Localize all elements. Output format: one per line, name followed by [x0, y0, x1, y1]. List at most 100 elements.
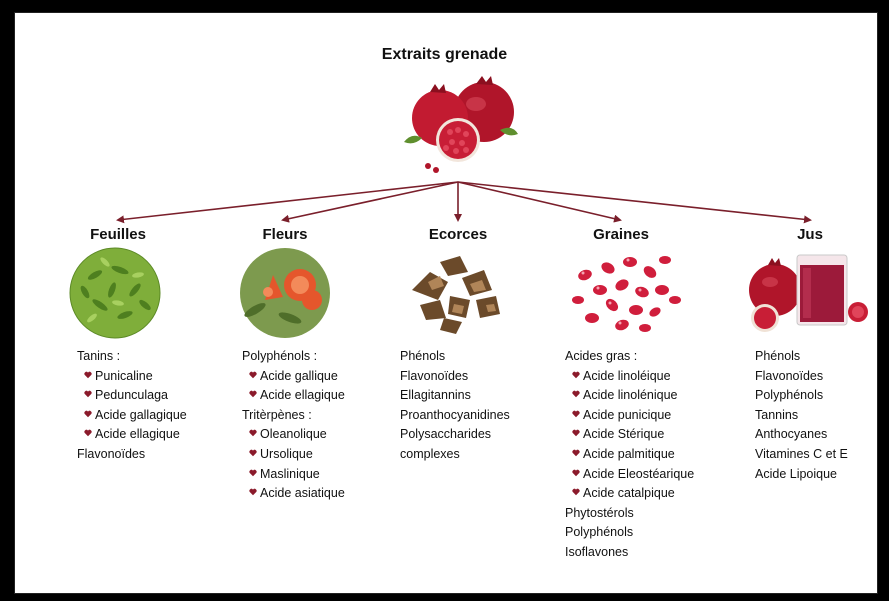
list-item-text: Acide Eleostéarique [583, 467, 694, 481]
list-item: Flavonoïdes [77, 445, 187, 465]
heart-bullet-icon [249, 429, 257, 437]
list-item: Acide Eleostéarique [565, 465, 694, 485]
list-item-text: complexes [400, 447, 460, 461]
list-item-text: Oleanolique [260, 427, 327, 441]
list-item: Polyphénols [755, 386, 848, 406]
list-item-text: Acide linoléique [583, 369, 671, 383]
list-item-text: Anthocyanes [755, 427, 827, 441]
diagram-frame [14, 12, 878, 594]
list-item: Flavonoïdes [400, 367, 510, 387]
list-item-text: Proanthocyanidines [400, 408, 510, 422]
list-item: Phénols [400, 347, 510, 367]
list-item: Acides gras : [565, 347, 694, 367]
list-item: Acide ellagique [242, 386, 345, 406]
heart-bullet-icon [249, 469, 257, 477]
list-item: Acide punicique [565, 406, 694, 426]
list-item-text: Pedunculaga [95, 388, 168, 402]
list-item: Acide gallagique [77, 406, 187, 426]
list-item-text: Acide punicique [583, 408, 671, 422]
list-item: Ellagitannins [400, 386, 510, 406]
list-item-text: Acide ellagique [95, 427, 180, 441]
diagram-title: Extraits grenade [0, 46, 889, 64]
list-item-text: Acide Stérique [583, 427, 664, 441]
list-item-text: Phénols [400, 349, 445, 363]
list-item: Acide gallique [242, 367, 345, 387]
list-item: Acide ellagique [77, 425, 187, 445]
list-item: Proanthocyanidines [400, 406, 510, 426]
heart-bullet-icon [572, 371, 580, 379]
list-item: complexes [400, 445, 510, 465]
heart-bullet-icon [249, 371, 257, 379]
list-item: Isoflavones [565, 543, 694, 563]
list-item-text: Polyphénols : [242, 349, 317, 363]
list-item: Acide Stérique [565, 425, 694, 445]
list-item-text: Isoflavones [565, 545, 628, 559]
category-title-graines: Graines [578, 226, 664, 243]
heart-bullet-icon [249, 390, 257, 398]
list-item-text: Acide linolénique [583, 388, 678, 402]
list-item-text: Ursolique [260, 447, 313, 461]
list-item-text: Polysaccharides [400, 427, 491, 441]
list-item: Acide palmitique [565, 445, 694, 465]
list-item: Tritèrpènes : [242, 406, 345, 426]
list-item-text: Tritèrpènes : [242, 408, 312, 422]
list-item: Flavonoïdes [755, 367, 848, 387]
list-item-text: Acide gallique [260, 369, 338, 383]
category-title-ecorces: Ecorces [415, 226, 501, 243]
list-item-text: Flavonoïdes [755, 369, 823, 383]
heart-bullet-icon [84, 390, 92, 398]
list-item-text: Phénols [755, 349, 800, 363]
category-title-fleurs: Fleurs [245, 226, 325, 243]
list-item: Phénols [755, 347, 848, 367]
list-item: Acide asiatique [242, 484, 345, 504]
list-item-text: Acide gallagique [95, 408, 187, 422]
category-title-feuilles: Feuilles [78, 226, 158, 243]
heart-bullet-icon [572, 390, 580, 398]
heart-bullet-icon [249, 449, 257, 457]
heart-bullet-icon [572, 429, 580, 437]
list-item-text: Vitamines C et E [755, 447, 848, 461]
list-item: Phytostérols [565, 504, 694, 524]
list-item: Anthocyanes [755, 425, 848, 445]
category-title-jus: Jus [780, 226, 840, 243]
list-item: Polyphénols : [242, 347, 345, 367]
list-item: Acide linolénique [565, 386, 694, 406]
heart-bullet-icon [572, 449, 580, 457]
list-item: Pedunculaga [77, 386, 187, 406]
list-item: Maslinique [242, 465, 345, 485]
list-item-text: Ellagitannins [400, 388, 471, 402]
list-item-text: Punicaline [95, 369, 153, 383]
list-item-text: Tanins : [77, 349, 120, 363]
list-item-text: Flavonoïdes [400, 369, 468, 383]
list-item-text: Acide palmitique [583, 447, 675, 461]
list-item-text: Flavonoïdes [77, 447, 145, 461]
list-item-text: Acide catalpique [583, 486, 675, 500]
list-item: Punicaline [77, 367, 187, 387]
heart-bullet-icon [249, 488, 257, 496]
list-item: Polyphénols [565, 523, 694, 543]
list-item-text: Tannins [755, 408, 798, 422]
list-item-text: Acide ellagique [260, 388, 345, 402]
list-item: Acide Lipoique [755, 465, 848, 485]
list-item: Oleanolique [242, 425, 345, 445]
list-item-text: Maslinique [260, 467, 320, 481]
list-item-text: Polyphénols [755, 388, 823, 402]
list-item: Acide catalpique [565, 484, 694, 504]
list-item-text: Acide asiatique [260, 486, 345, 500]
heart-bullet-icon [572, 410, 580, 418]
list-item: Polysaccharides [400, 425, 510, 445]
list-item-text: Acides gras : [565, 349, 637, 363]
list-item-text: Acide Lipoique [755, 467, 837, 481]
heart-bullet-icon [572, 488, 580, 496]
list-item-text: Polyphénols [565, 525, 633, 539]
heart-bullet-icon [84, 429, 92, 437]
list-item: Vitamines C et E [755, 445, 848, 465]
heart-bullet-icon [84, 410, 92, 418]
list-item: Ursolique [242, 445, 345, 465]
list-item: Tannins [755, 406, 848, 426]
